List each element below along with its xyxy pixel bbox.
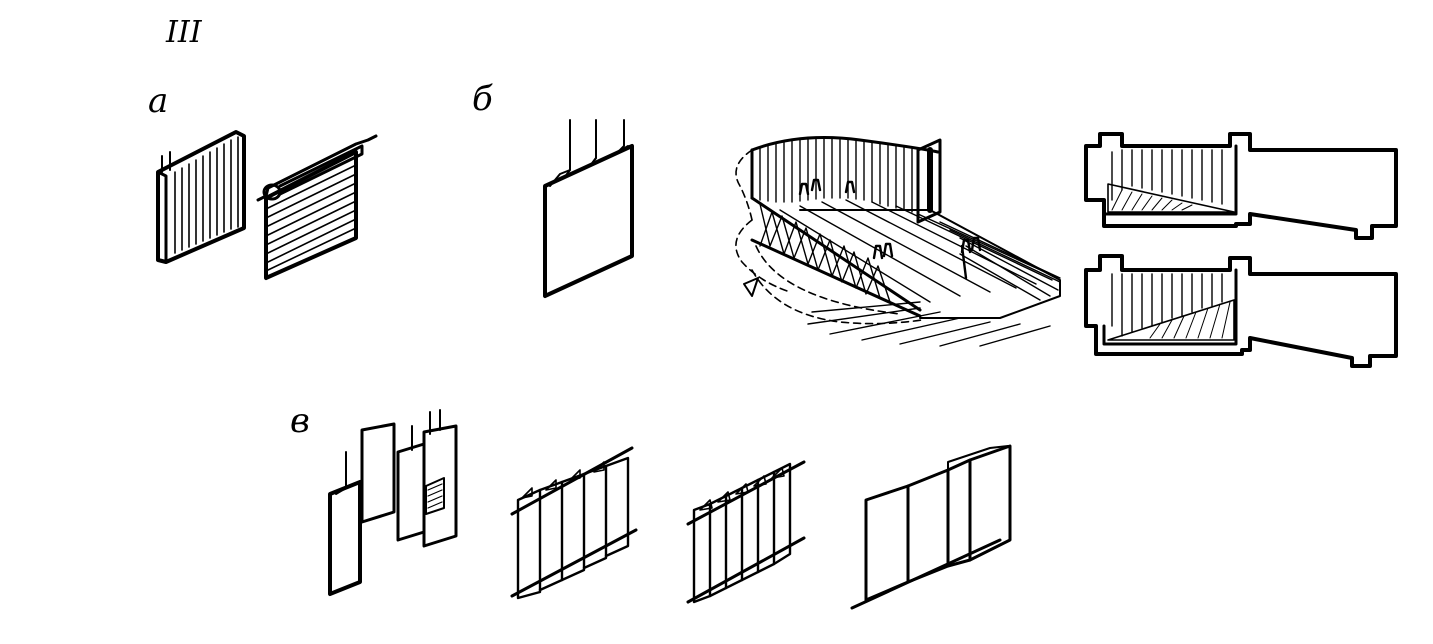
section-label-b: б (472, 79, 493, 119)
figure-roman-label: III (166, 15, 202, 50)
horizontal-slat-shutter (256, 134, 378, 280)
sliding-panels-variant-3 (686, 460, 806, 604)
section-drawing-top (1084, 132, 1398, 240)
sliding-panels-variant-1 (328, 409, 458, 596)
sliding-panels-variant-2 (510, 446, 638, 600)
section-label-a: а (148, 81, 169, 121)
vertical-slat-shutter (156, 130, 246, 264)
section-drawing-bottom (1084, 254, 1398, 368)
section-label-v: в (290, 401, 310, 441)
stage-auditorium-perspective (735, 136, 1061, 347)
lifting-curtain-panel (543, 119, 634, 298)
sliding-panels-variant-4 (850, 444, 1012, 610)
